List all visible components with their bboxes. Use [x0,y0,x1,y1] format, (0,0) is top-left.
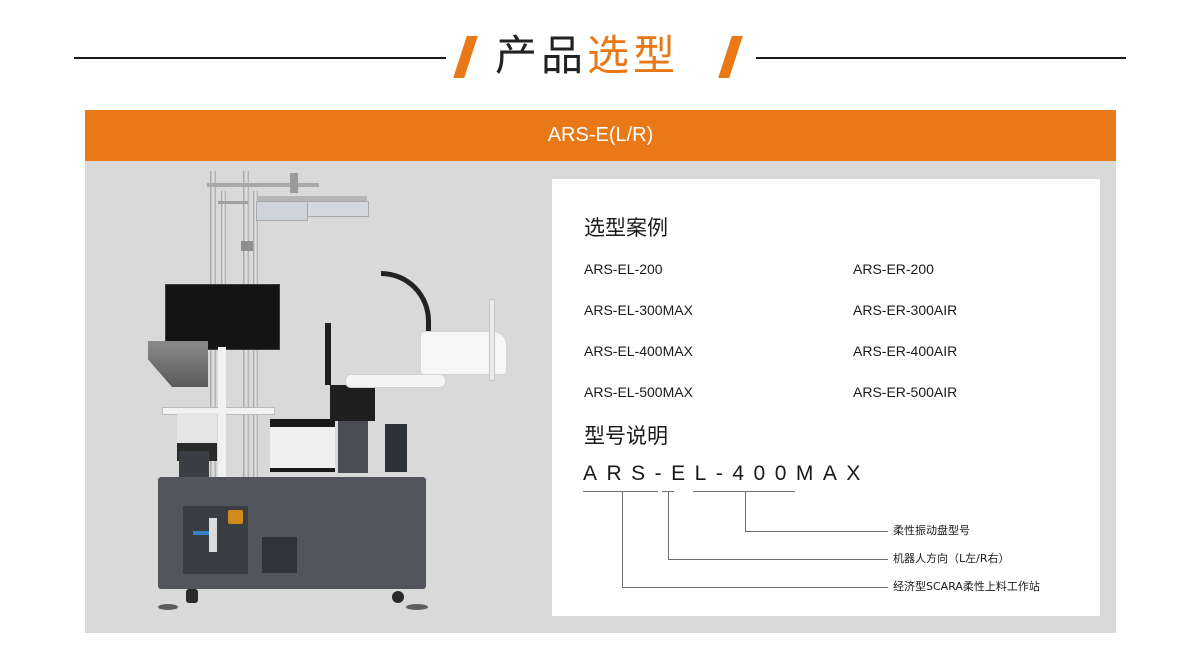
page-title: 产品选型 [495,28,679,84]
leveling-foot [158,604,178,610]
hopper [148,341,208,387]
connector-feeder-h [745,531,888,532]
frame-crossbar [218,201,248,204]
robot-pillar [325,323,331,385]
light-panel [302,201,369,217]
model-code-example: ARS-EL-400MAX [583,462,870,485]
frame-crossbar [207,183,319,187]
label-robot-direction: 机器人方向（L左/R右） [893,552,1010,565]
caster-wheel [392,591,404,603]
code-underline-feeder [693,491,795,492]
case-item: ARS-ER-200 [853,261,934,277]
center-post [218,347,226,477]
leveling-foot [406,604,428,610]
label-feeder-model: 柔性振动盘型号 [893,524,970,537]
header-left-rule [74,57,446,59]
connector-direction-v [668,491,669,560]
robot-arm-1 [345,374,446,388]
model-explanation-title: 型号说明 [584,424,668,448]
page-title-part1: 产品 [495,31,588,80]
monitor [165,284,280,350]
side-cylinder [385,424,407,472]
robot-cable [381,271,431,331]
case-item: ARS-EL-400MAX [584,343,693,359]
robot-base [330,385,375,421]
case-item: ARS-EL-300MAX [584,302,693,318]
robot-stand [338,421,368,473]
selection-cases-title: 选型案例 [584,216,668,240]
code-underline-prefix [583,491,658,492]
connector-feeder-v [745,491,746,532]
vibration-plate [270,419,335,472]
case-item: ARS-ER-500AIR [853,384,958,400]
vent-panel [262,537,297,573]
light-panel-lower [256,201,308,221]
product-banner: ARS-E(L/R) [85,110,1116,161]
label-station-type: 经济型SCARA柔性上料工作站 [893,580,1040,593]
bracket [241,241,253,251]
header-left-slash [453,36,478,78]
page-title-part2: 选型 [587,31,680,80]
product-image [85,161,545,633]
caster-wheel [186,589,198,603]
emergency-switch [228,510,243,524]
case-item: ARS-ER-400AIR [853,343,958,359]
camera-mount [290,173,298,193]
info-card: 选型案例 ARS-EL-200 ARS-EL-300MAX ARS-EL-400… [552,179,1100,616]
air-hose [193,531,209,535]
connector-direction-h [668,559,888,560]
air-filter [209,518,217,552]
header-right-rule [756,57,1126,59]
connector-prefix-h [622,587,888,588]
control-box [179,451,209,477]
header-right-slash [718,36,743,78]
case-item: ARS-ER-300AIR [853,302,958,318]
light-source [257,196,367,203]
robot-shaft [489,299,495,381]
connector-prefix-v [622,491,623,588]
case-item: ARS-EL-200 [584,261,663,277]
case-item: ARS-EL-500MAX [584,384,693,400]
